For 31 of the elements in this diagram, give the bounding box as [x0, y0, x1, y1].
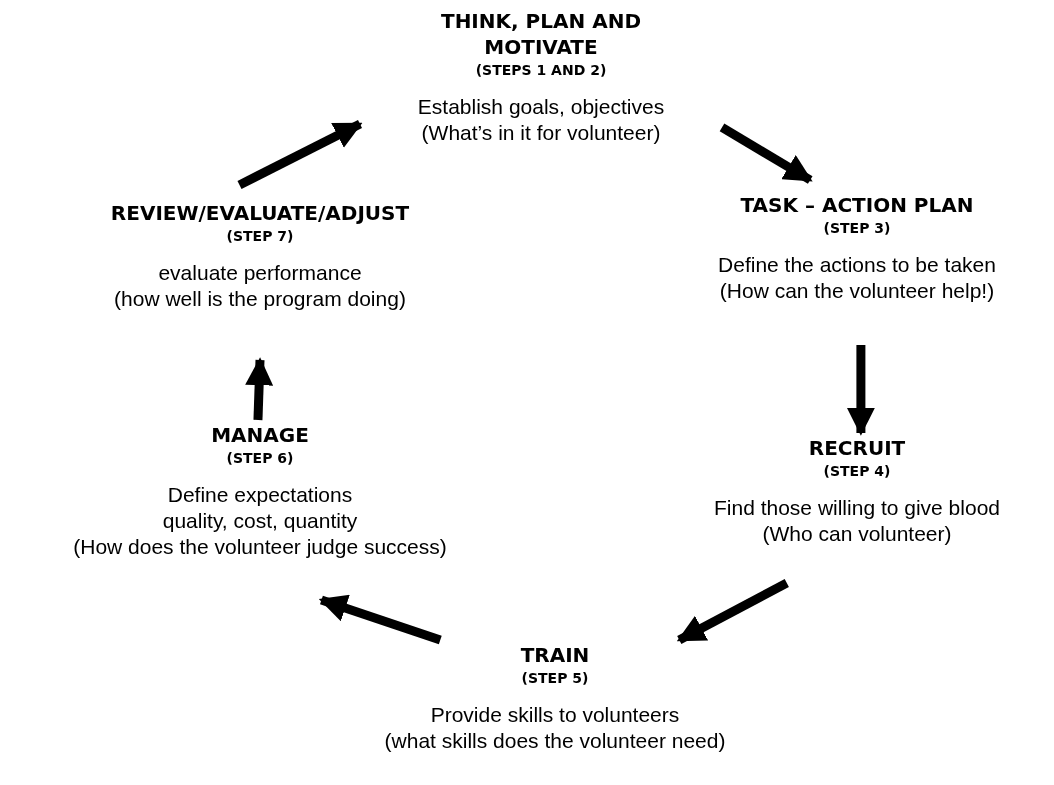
arrow [318, 594, 442, 645]
step-number: (STEPS 1 AND 2) [475, 61, 607, 80]
step-heading: REVIEW/EVALUATE/ADJUST [110, 200, 410, 226]
step-heading: TRAIN [520, 642, 590, 668]
step-heading: THINK, PLAN AND MOTIVATE [440, 8, 642, 60]
step-heading: RECRUIT [808, 435, 906, 461]
step-heading: TASK – ACTION PLAN [740, 192, 974, 218]
step-number: (STEP 6) [226, 449, 294, 468]
arrow [676, 579, 789, 644]
step-description: (how well is the program doing) [114, 286, 406, 312]
step-number: (STEP 5) [521, 669, 589, 688]
step-description: evaluate performance [158, 260, 362, 286]
step-description: Define the actions to be taken [718, 252, 996, 278]
step-number: (STEP 7) [226, 227, 294, 246]
step-number: (STEP 3) [823, 219, 891, 238]
arrow [245, 357, 274, 421]
step-description: Find those willing to give blood [714, 495, 1000, 521]
arrow [719, 123, 813, 184]
step-description: Define expectations [167, 482, 353, 508]
step-description: (Who can volunteer) [762, 521, 952, 547]
step-description: Provide skills to volunteers [430, 702, 680, 728]
arrow [846, 345, 875, 436]
step-description: (What’s in it for volunteer) [421, 120, 661, 146]
step-description: (what skills does the volunteer need) [384, 728, 726, 754]
arrow [237, 120, 363, 189]
step-number: (STEP 4) [823, 462, 891, 481]
step-description: (How can the volunteer help!) [719, 278, 995, 304]
step-heading: MANAGE [211, 422, 309, 448]
step-description: Establish goals, objectives [417, 94, 665, 120]
step-description: (How does the volunteer judge success) [73, 534, 447, 560]
step-description: quality, cost, quantity [162, 508, 358, 534]
